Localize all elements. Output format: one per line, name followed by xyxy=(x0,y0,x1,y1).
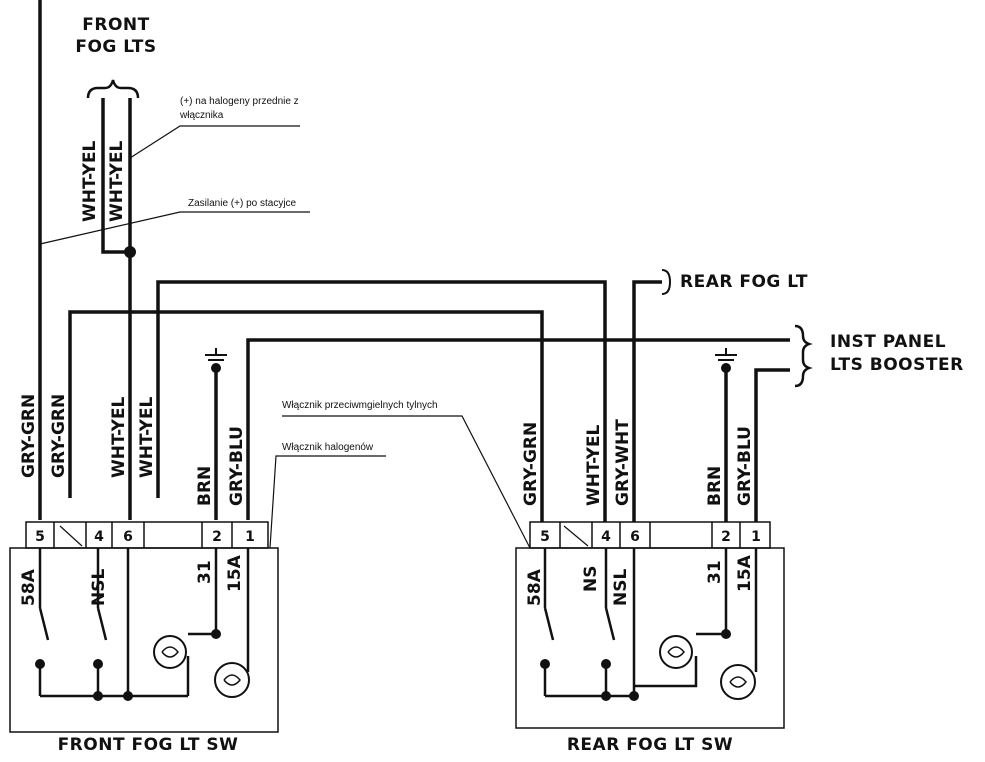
rear-switch: 5 4 6 2 1 58A NS NSL 31 15A xyxy=(515,521,785,729)
rear-pin-label: 4 xyxy=(601,529,611,545)
front-terminal-label: 15A xyxy=(225,554,245,592)
front-wire-label: GRY-BLU xyxy=(227,426,247,506)
front-pin-label: 2 xyxy=(212,529,222,545)
front-top-wire-label-2: WHT-YEL xyxy=(107,140,127,222)
rear-wire-label: BRN xyxy=(705,466,725,506)
rear-pin-label: 1 xyxy=(751,529,761,545)
rear-pin-label: 5 xyxy=(540,529,550,545)
front-pin-label: 6 xyxy=(123,529,133,545)
annotation-zasilanie: Zasilanie (+) po stacyjce xyxy=(188,198,297,209)
rear-terminal-label: 31 xyxy=(705,560,725,584)
annotations: (+) na halogeny przednie z włącznika Zas… xyxy=(39,96,531,549)
front-wire-label: BRN xyxy=(195,466,215,506)
front-wire-label: WHT-YEL xyxy=(109,396,129,478)
front-switch-label: FRONT FOG LT SW xyxy=(58,735,239,755)
rear-terminal-label: 58A xyxy=(525,568,545,606)
front-fog-connector-symbol xyxy=(86,79,140,99)
rear-terminal-label: 15A xyxy=(735,554,755,592)
front-top-wire-label-1: WHT-YEL xyxy=(80,140,100,222)
front-junction-dot xyxy=(124,246,136,258)
rear-wire-gry-wht xyxy=(632,280,662,522)
annotation-halogen-1: (+) na halogeny przednie z xyxy=(180,96,299,107)
rear-ground-icon xyxy=(715,348,737,373)
front-fog-lts-label-1: FRONT xyxy=(82,15,149,35)
rear-fog-connector-symbol xyxy=(661,269,672,295)
front-ground-icon xyxy=(205,348,227,373)
front-fog-lts-label-2: FOG LTS xyxy=(75,37,156,57)
rear-pin-label: 6 xyxy=(630,529,640,545)
rear-pin-label: 2 xyxy=(721,529,731,545)
rear-wire-gry-blu xyxy=(754,368,790,522)
front-terminal-label: 58A xyxy=(19,568,39,606)
front-wire-label: GRY-GRN xyxy=(49,394,69,478)
front-switch: 5 4 6 2 1 58A NSL 31 15A xyxy=(9,521,279,733)
rear-terminal-label: NS xyxy=(581,566,601,592)
front-pin-label: 4 xyxy=(94,529,104,545)
inst-panel-label-1: INST PANEL xyxy=(830,332,946,352)
front-pin-label: 5 xyxy=(35,529,45,545)
front-wire-wht-yel-loop xyxy=(156,280,607,522)
rear-fog-lt-label: REAR FOG LT xyxy=(680,272,808,292)
rear-terminal-label: NSL xyxy=(611,569,631,606)
front-wire-label: GRY-GRN xyxy=(19,394,39,478)
front-pin-label: 1 xyxy=(245,529,255,545)
inst-panel-label-2: LTS BOOSTER xyxy=(830,355,964,375)
annotation-wlacznik-halogenow: Włącznik halogenów xyxy=(282,442,374,453)
rear-wire-label: GRY-BLU xyxy=(735,426,755,506)
inst-panel-connector-symbol xyxy=(794,324,813,388)
front-terminal-label: 31 xyxy=(195,560,215,584)
rear-switch-label: REAR FOG LT SW xyxy=(567,735,733,755)
annotation-halogen-2: włącznika xyxy=(179,110,224,121)
rear-wire-label: WHT-YEL xyxy=(584,424,604,506)
front-wire-fog-lts xyxy=(101,98,130,254)
front-wire-label: WHT-YEL xyxy=(137,396,157,478)
front-wire-gry-blu xyxy=(246,338,790,520)
rear-wire-label: GRY-WHT xyxy=(613,419,633,506)
rear-wire-label: GRY-GRN xyxy=(521,422,541,506)
front-wire-gry-grn-loop xyxy=(68,310,544,522)
annotation-wlacznik-tylnych: Włącznik przeciwmgielnych tylnych xyxy=(282,400,438,411)
